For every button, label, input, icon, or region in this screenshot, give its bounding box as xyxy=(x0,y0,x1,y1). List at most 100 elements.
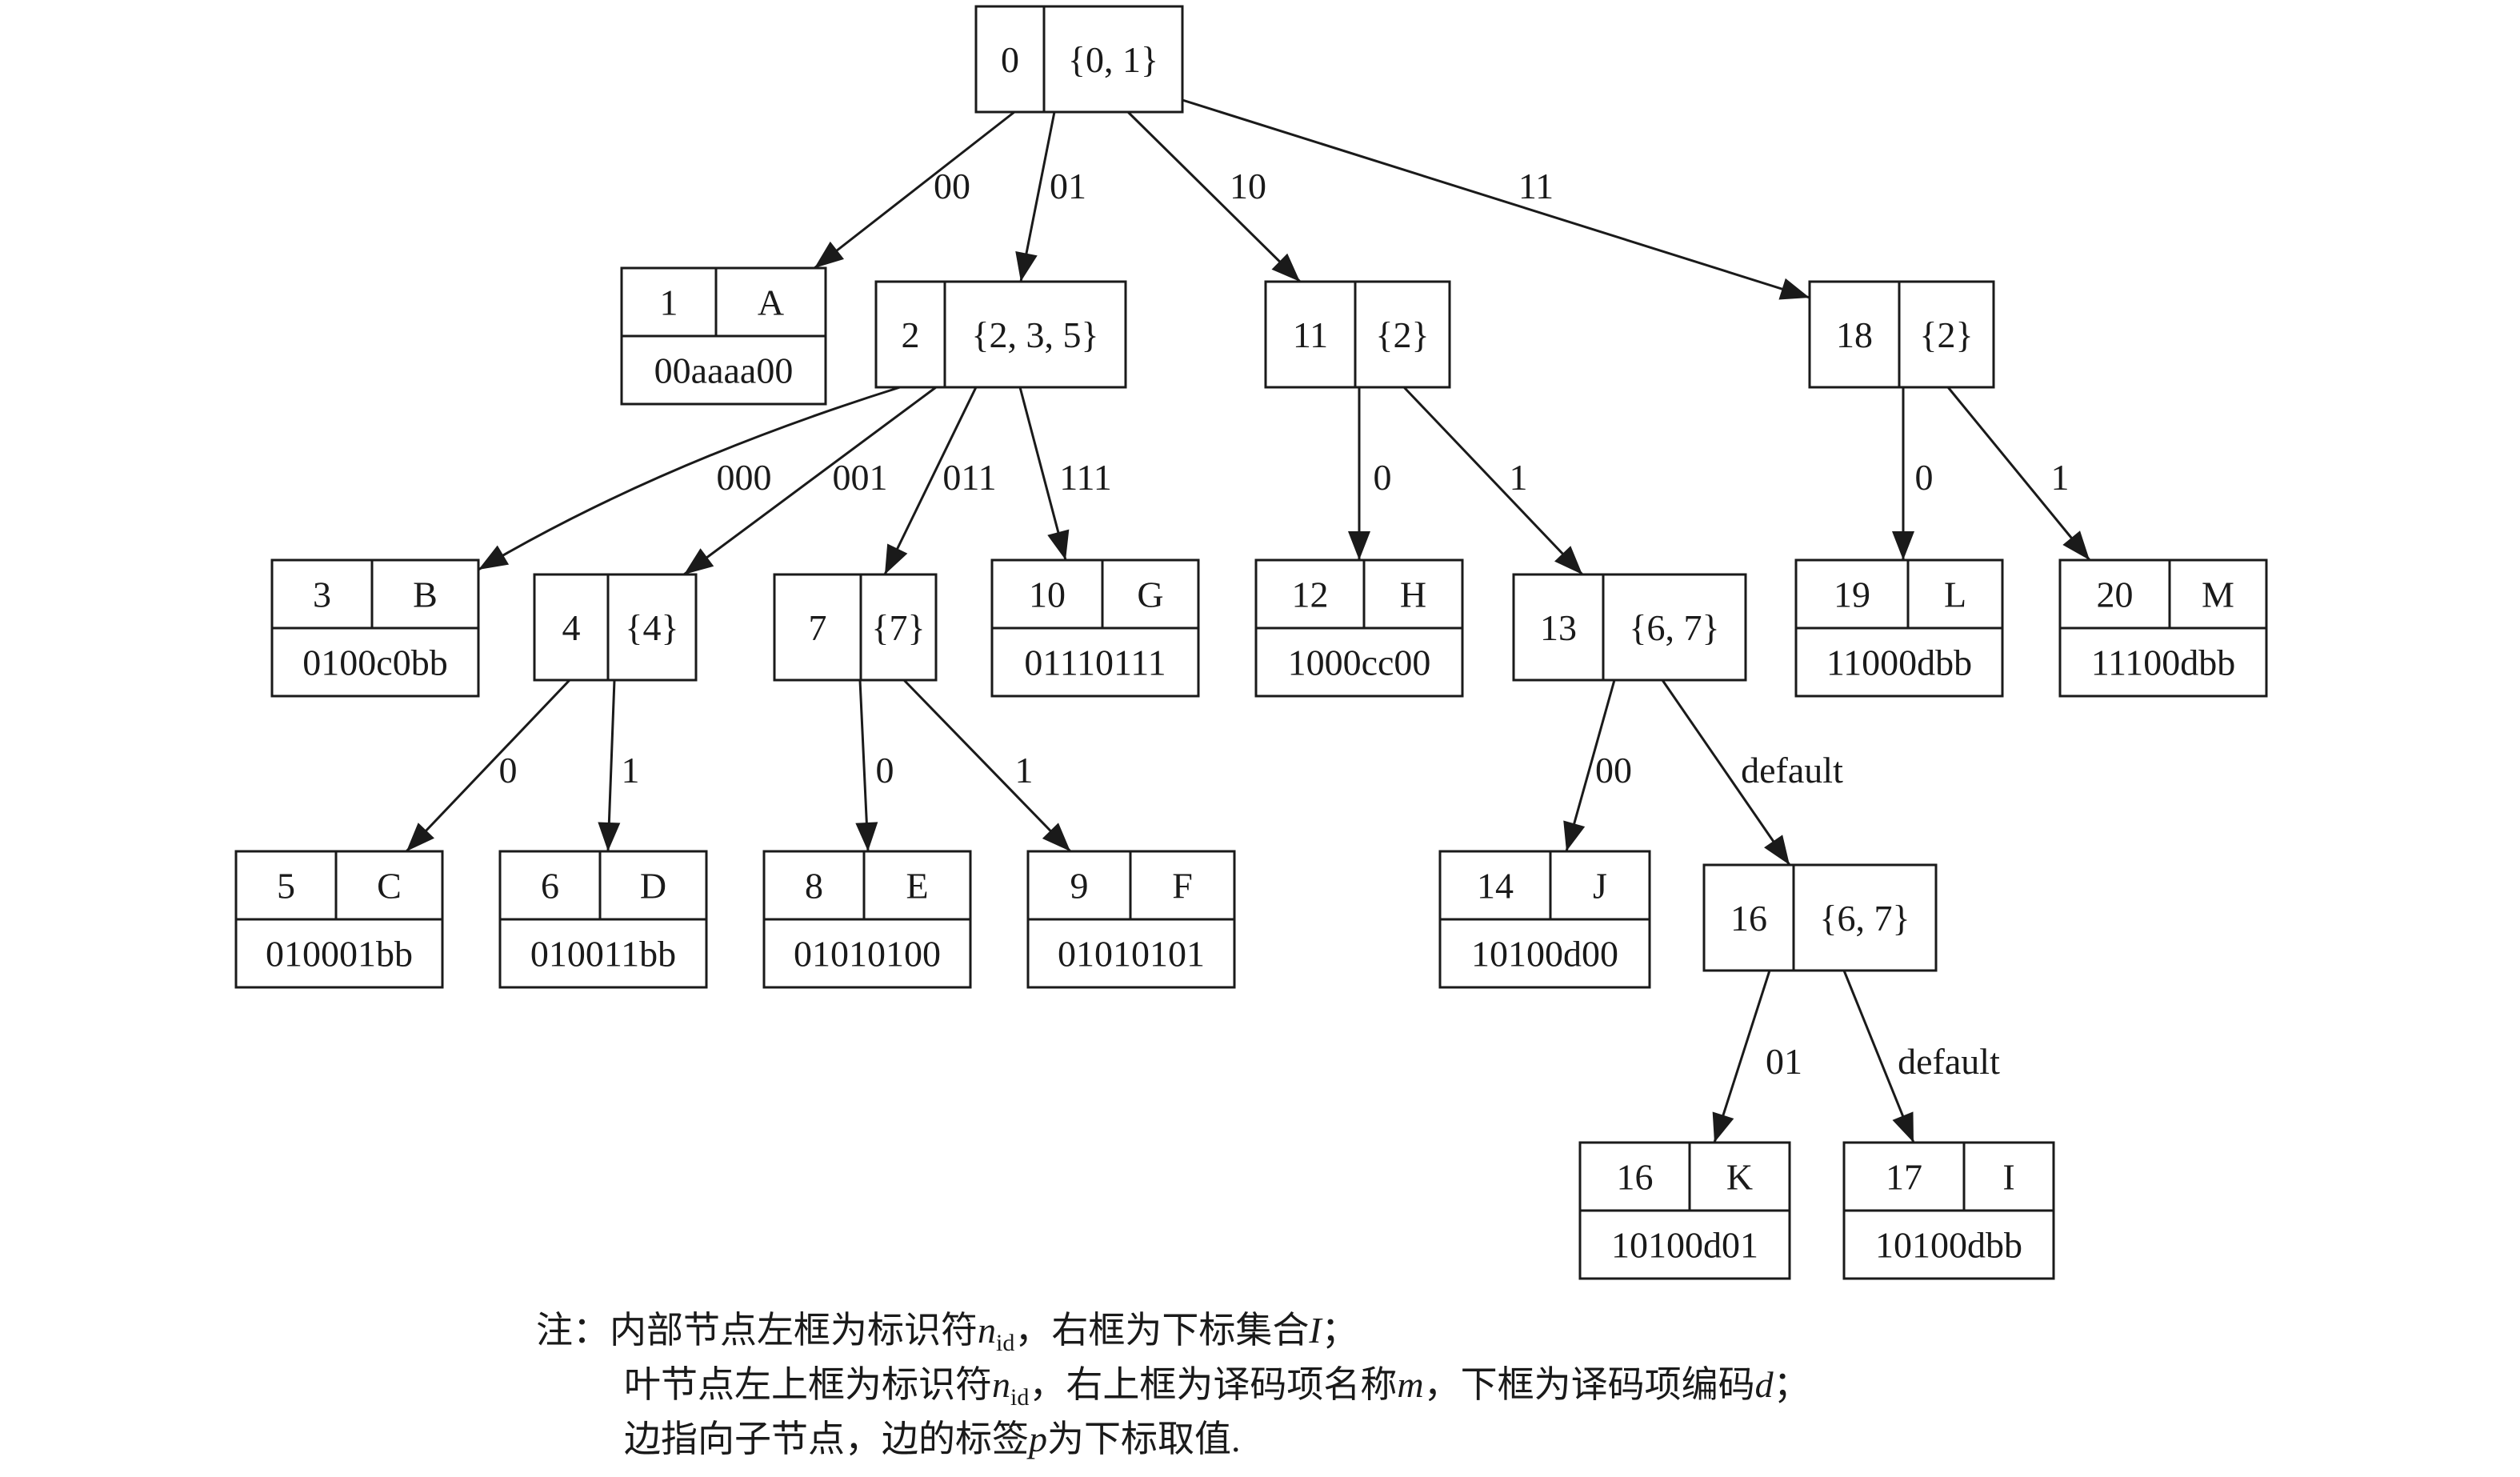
leaf-code: 010001bb xyxy=(266,934,413,975)
edge-label: 1 xyxy=(622,750,640,791)
edge-line xyxy=(1019,111,1056,282)
edge-n13-l14: 00 xyxy=(1563,679,1632,852)
node-box xyxy=(1264,280,1451,389)
edge-label: 00 xyxy=(934,166,970,206)
leaf-code: 11100dbb xyxy=(2091,642,2236,683)
edge-label: 11 xyxy=(1518,166,1554,206)
edge-label: 1 xyxy=(1510,457,1528,498)
node-box xyxy=(874,280,1127,389)
internal-node-n2: 2{2, 3, 5} xyxy=(874,280,1127,389)
leaf-name: C xyxy=(377,866,402,907)
edge-n0-n18: 11 xyxy=(1182,98,1810,300)
edge-n4-l6: 1 xyxy=(598,679,640,852)
node-index-set: {7} xyxy=(871,607,925,648)
edge-n4-l5: 0 xyxy=(405,678,571,853)
arrowhead-icon xyxy=(406,823,434,851)
edge-line xyxy=(1182,98,1810,299)
arrowhead-icon xyxy=(1892,531,1914,560)
edge-n0-l1: 00 xyxy=(814,110,1015,270)
edge-n13-n16a: default xyxy=(1661,679,1843,866)
leaf-code: 0100c0bb xyxy=(302,642,447,683)
leaf-id: 1 xyxy=(660,282,678,323)
note-line-1: 注：内部节点左框为标识符nid，右框为下标集合I； xyxy=(536,1310,1358,1356)
arrowhead-icon xyxy=(2062,530,2090,560)
leaf-name: K xyxy=(1726,1157,1753,1198)
leaf-code: 11000dbb xyxy=(1826,642,1972,683)
leaf-name: H xyxy=(1400,574,1426,615)
edge-label: 001 xyxy=(833,457,888,498)
internal-node-n7: 7{7} xyxy=(773,573,938,682)
leaf-name: J xyxy=(1593,866,1607,907)
internal-node-n4: 4{4} xyxy=(533,573,698,682)
node-box xyxy=(1808,280,1995,389)
edge-n18-l20: 1 xyxy=(1946,386,2091,561)
internal-node-n0: 0{0, 1} xyxy=(974,5,1184,114)
edge-label: 01 xyxy=(1766,1041,1802,1082)
nodes-layer: 0{0, 1}2{2, 3, 5}11{2}18{2}4{4}7{7}13{6,… xyxy=(234,5,2268,1280)
edge-label: 0 xyxy=(1915,457,1934,498)
edge-n11-n13: 1 xyxy=(1402,386,1584,576)
edge-label: default xyxy=(1898,1041,2000,1082)
leaf-id: 6 xyxy=(541,866,559,907)
leaf-id: 16 xyxy=(1617,1157,1654,1198)
edge-n0-n11: 10 xyxy=(1126,110,1302,283)
leaf-code: 10100dbb xyxy=(1875,1225,2022,1266)
internal-node-n13: 13{6, 7} xyxy=(1512,573,1747,682)
node-index-set: {6, 7} xyxy=(1629,607,1719,648)
leaf-name: L xyxy=(1944,574,1966,615)
node-index-set: {6, 7} xyxy=(1819,898,1910,939)
edge-label: 1 xyxy=(2051,457,2070,498)
edge-n2-l10: 111 xyxy=(1018,386,1112,561)
arrowhead-icon xyxy=(1778,278,1810,300)
edge-label: 111 xyxy=(1059,457,1112,498)
node-index-set: {2, 3, 5} xyxy=(971,314,1098,355)
arrowhead-icon xyxy=(855,822,878,851)
node-box xyxy=(1702,863,1938,972)
leaf-code: 01110111 xyxy=(1024,642,1166,683)
edge-line xyxy=(1126,110,1302,283)
arrowhead-icon xyxy=(598,822,621,851)
leaf-name: E xyxy=(906,866,928,907)
edge-n18-l19: 0 xyxy=(1892,387,1934,560)
internal-node-n11: 11{2} xyxy=(1264,280,1451,389)
edge-line xyxy=(1402,386,1584,576)
node-box xyxy=(974,5,1184,114)
edge-line xyxy=(1946,386,2091,561)
edge-label: 1 xyxy=(1015,750,1034,791)
leaf-code: 1000cc00 xyxy=(1288,642,1431,683)
leaf-name: B xyxy=(413,574,438,615)
arrowhead-icon xyxy=(1348,531,1370,560)
arrowhead-icon xyxy=(684,548,714,574)
node-index-set: {4} xyxy=(625,607,678,648)
node-box xyxy=(773,573,938,682)
edge-line xyxy=(1713,970,1771,1143)
edge-label: 0 xyxy=(876,750,894,791)
leaf-name: D xyxy=(640,866,666,907)
edge-n7-l8: 0 xyxy=(855,679,894,852)
edge-label: 0 xyxy=(499,750,518,791)
edge-line xyxy=(1842,970,1915,1143)
node-id: 18 xyxy=(1836,314,1873,355)
arrowhead-icon xyxy=(885,543,908,574)
edge-label: 011 xyxy=(942,457,996,498)
node-id: 0 xyxy=(1001,39,1019,80)
internal-node-n16a: 16{6, 7} xyxy=(1702,863,1938,972)
leaf-id: 9 xyxy=(1070,866,1089,907)
edge-n0-n2: 01 xyxy=(1015,111,1086,282)
leaf-code: 00aaaa00 xyxy=(654,350,794,391)
edge-line xyxy=(478,386,901,571)
edge-line xyxy=(902,678,1072,853)
